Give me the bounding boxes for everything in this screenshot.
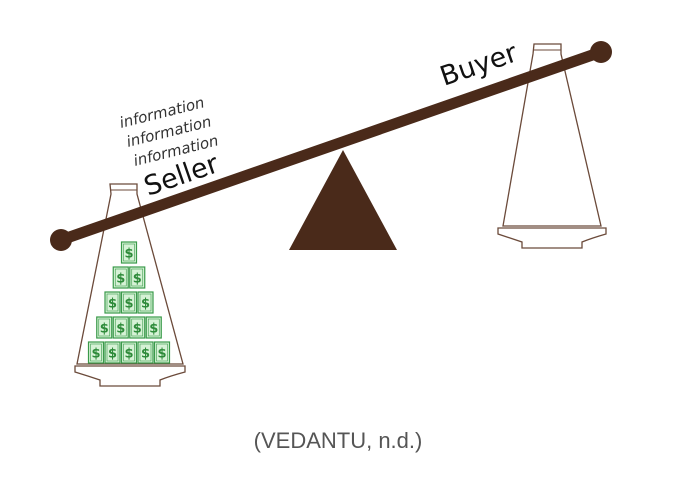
dollar-symbol: $ xyxy=(124,347,133,362)
dollar-bill-icon: $ xyxy=(120,341,138,364)
dollar-symbol: $ xyxy=(141,347,150,362)
dollar-bill-icon: $ xyxy=(153,341,171,364)
dollar-symbol: $ xyxy=(108,347,117,362)
dollar-symbol: $ xyxy=(133,272,142,287)
dollar-symbol: $ xyxy=(157,347,166,362)
buyer-pan-base xyxy=(497,227,607,249)
dollar-bill-icon: $ xyxy=(145,316,162,339)
fulcrum-triangle xyxy=(289,150,397,250)
dollar-bill-icon: $ xyxy=(120,291,138,314)
dollar-bill-icon: $ xyxy=(104,291,121,314)
dollar-symbol: $ xyxy=(100,322,109,337)
dollar-symbol: $ xyxy=(124,297,133,312)
dollar-bill-icon: $ xyxy=(129,316,146,339)
dollar-bill-icon: $ xyxy=(87,341,105,364)
dollar-bill-icon: $ xyxy=(137,341,154,364)
buyer-pan xyxy=(497,43,607,249)
dollar-symbol: $ xyxy=(141,297,150,312)
buyer-pan-cone xyxy=(502,43,602,227)
dollar-symbol: $ xyxy=(108,297,117,312)
seller-pan: $$$$$$$$$$$$$$$ xyxy=(74,183,186,387)
seller-pan-base xyxy=(74,365,186,387)
seller-pan-cone xyxy=(76,183,184,365)
dollar-bill-icon: $ xyxy=(137,291,154,314)
beam-end-left xyxy=(50,229,72,251)
dollar-bill-icon: $ xyxy=(120,241,138,264)
beam-end-right xyxy=(590,41,612,63)
dollar-symbol: $ xyxy=(116,272,125,287)
dollar-bill-icon: $ xyxy=(129,266,146,289)
balance-beam xyxy=(55,46,607,246)
dollar-symbol: $ xyxy=(133,322,142,337)
dollar-bill-icon: $ xyxy=(112,316,129,339)
dollar-bill-icon: $ xyxy=(112,266,129,289)
dollar-bill-icon: $ xyxy=(96,316,113,339)
dollar-symbol: $ xyxy=(149,322,158,337)
money-pyramid: $$$$$$$$$$$$$$$ xyxy=(87,241,171,364)
dollar-symbol: $ xyxy=(124,247,133,262)
dollar-symbol: $ xyxy=(116,322,125,337)
dollar-bill-icon: $ xyxy=(104,341,121,364)
citation-caption: (VEDANTU, n.d.) xyxy=(253,428,423,453)
dollar-symbol: $ xyxy=(91,347,100,362)
